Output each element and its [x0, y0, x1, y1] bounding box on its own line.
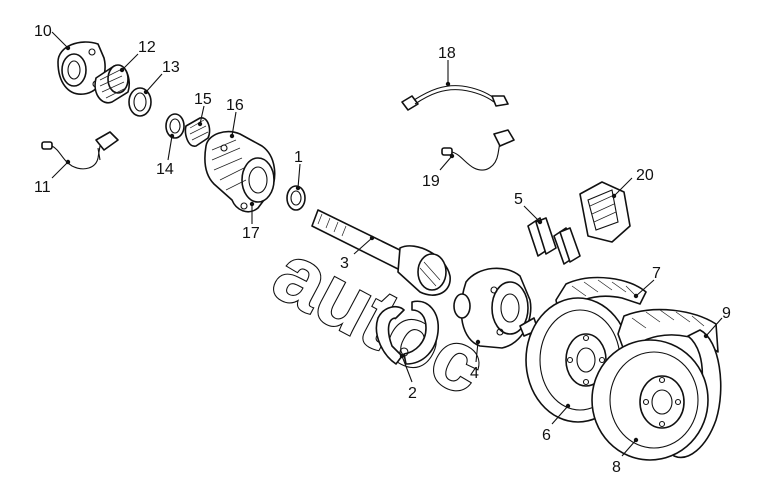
callout-3: 3	[340, 255, 349, 272]
part-9-shield	[617, 308, 722, 459]
callout-1: 1	[294, 149, 303, 166]
callout-4: 4	[470, 365, 479, 382]
part-3-driveshaft	[311, 209, 451, 296]
part-19-sensor	[441, 129, 515, 171]
callout-labels: 10 12 13 11 14 15 16 17 1 3 18 19 5 20 7…	[34, 23, 731, 476]
part-15-bearing	[184, 117, 211, 147]
callout-19: 19	[422, 173, 440, 190]
part-11-sensor	[41, 131, 119, 170]
leader-lines	[51, 31, 723, 457]
callout-16: 16	[226, 97, 244, 114]
callout-20: 20	[636, 167, 654, 184]
callout-13: 13	[162, 59, 180, 76]
part-10-flange	[57, 41, 106, 95]
part-14-ring	[165, 113, 185, 139]
callout-17: 17	[242, 225, 260, 242]
part-8-disc	[591, 339, 709, 461]
callout-8: 8	[612, 459, 621, 476]
callout-12: 12	[138, 39, 156, 56]
part-4-hub	[453, 267, 532, 349]
callout-5: 5	[514, 191, 523, 208]
callout-6: 6	[542, 427, 551, 444]
part-13-seal	[128, 87, 152, 117]
part-18-hose	[401, 85, 509, 111]
callout-14: 14	[156, 161, 174, 178]
callout-10: 10	[34, 23, 52, 40]
part-20-caliper	[579, 181, 631, 243]
callout-15: 15	[194, 91, 212, 108]
part-12-bearing	[94, 64, 130, 104]
callout-2: 2	[408, 385, 417, 402]
part-5-pads	[527, 217, 581, 265]
callout-11: 11	[34, 179, 51, 196]
part-2-shoes	[375, 300, 439, 365]
callout-7: 7	[652, 265, 661, 282]
callout-9: 9	[722, 305, 731, 322]
part-16-knuckle	[204, 130, 276, 213]
part-1-bearing	[286, 185, 306, 211]
callout-18: 18	[438, 45, 456, 62]
